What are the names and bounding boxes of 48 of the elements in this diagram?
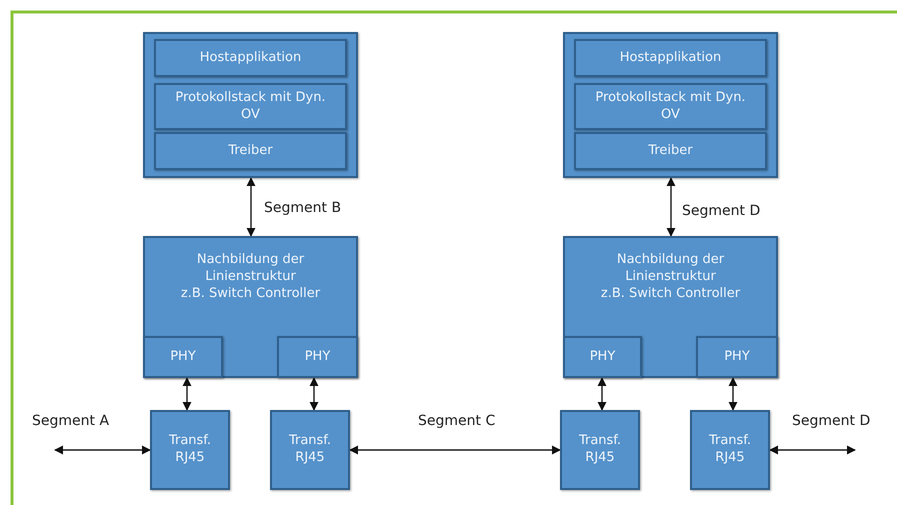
double-arrow <box>310 377 318 411</box>
box-label: Hostapplikation <box>620 50 722 66</box>
controller-label: z.B. Switch Controller <box>180 286 322 303</box>
layer-box <box>154 132 347 170</box>
layer-box <box>563 336 642 378</box>
layer-box <box>154 83 347 130</box>
layer-box <box>696 336 778 378</box>
layer-box <box>154 39 347 77</box>
stack-box <box>563 32 778 178</box>
box-label: Transf. RJ45 <box>708 433 752 467</box>
double-arrow <box>349 446 561 454</box>
box-label: Treiber <box>648 142 693 160</box>
layer-box <box>574 83 767 130</box>
component-box <box>150 410 230 490</box>
controller-box <box>143 236 358 378</box>
double-arrow <box>598 377 606 411</box>
component-box <box>270 410 350 490</box>
edge-label: Segment D <box>680 203 762 219</box>
layer-box <box>143 336 223 378</box>
controller-box <box>563 236 778 378</box>
box-label: Hostapplikation <box>200 50 302 66</box>
component-box <box>690 410 770 490</box>
box-label: Transf. RJ45 <box>288 433 332 467</box>
double-arrow <box>54 446 151 454</box>
layer-box <box>574 132 767 170</box>
box-label: Protokollstack mit Dyn. OV <box>174 90 327 124</box>
layer-box <box>277 336 358 378</box>
double-arrow <box>246 177 256 237</box>
double-arrow <box>728 377 738 411</box>
edge-label: Segment C <box>416 413 498 429</box>
box-label: Transf. RJ45 <box>578 433 622 467</box>
box-label: PHY <box>590 348 616 366</box>
double-arrow <box>769 446 856 454</box>
edge-label: Segment A <box>30 413 112 429</box>
stack-box <box>143 32 358 178</box>
box-label: PHY <box>724 348 750 366</box>
component-box <box>560 410 640 490</box>
edge-label: Segment B <box>262 200 344 216</box>
box-label: PHY <box>170 348 196 366</box>
box-label: Treiber <box>228 142 273 160</box>
box-label: Protokollstack mit Dyn. OV <box>594 90 747 124</box>
double-arrow <box>666 177 676 237</box>
box-label: Transf. RJ45 <box>168 433 212 467</box>
box-label: PHY <box>304 348 330 366</box>
edge-label: Segment D <box>790 413 872 429</box>
controller-label: z.B. Switch Controller <box>600 286 742 303</box>
layer-box <box>574 39 767 77</box>
double-arrow <box>182 377 192 411</box>
